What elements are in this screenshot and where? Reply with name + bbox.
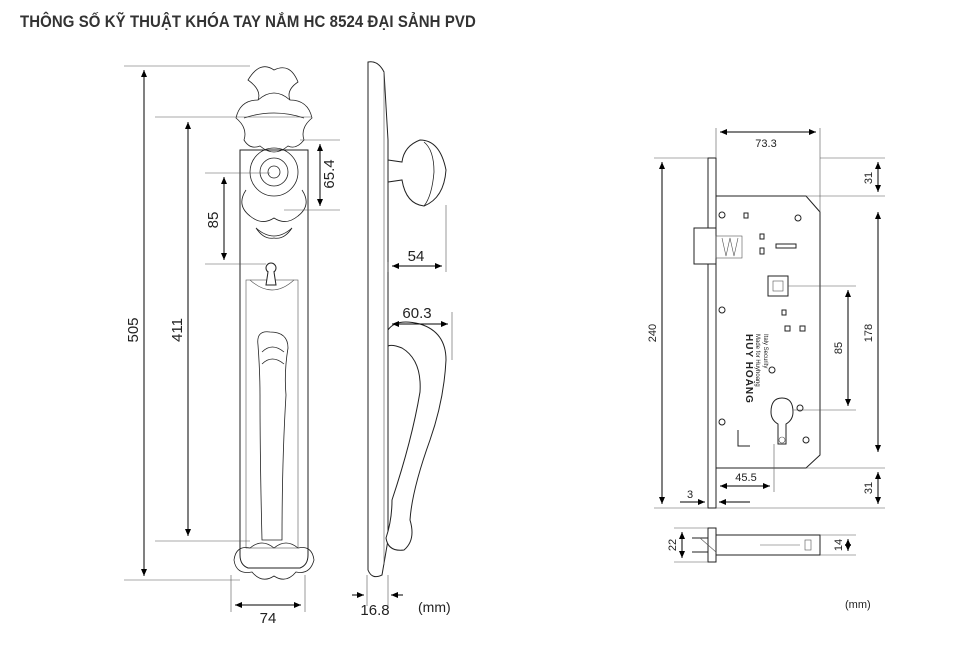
dim-overall-height: 505 (125, 317, 142, 342)
dim-knob-height: 65.4 (321, 159, 338, 188)
dim-case-depth: 14 (833, 539, 845, 551)
dim-plate-width: 74 (260, 610, 277, 627)
handle-side-view: 54 60.3 16.8 (mm) (352, 61, 453, 619)
dim-faceplate-thickness: 3 (687, 489, 693, 501)
brand-text: HUY HOÀNG (743, 334, 756, 404)
handle-front-view: 505 411 85 65.4 74 (124, 65, 340, 627)
unit-label-right: (mm) (845, 599, 871, 611)
dim-lever-projection: 60.3 (402, 305, 431, 322)
made-in-text: Made for Huyhoang (754, 334, 760, 387)
dim-case-height: 178 (863, 324, 875, 342)
dim-handle-length: 411 (169, 318, 186, 342)
dim-knob-to-keyhole: 85 (205, 212, 222, 229)
dim-top-offset: 31 (863, 172, 875, 184)
dim-center-distance: 85 (833, 342, 845, 354)
dim-bottom-offset: 31 (863, 482, 875, 494)
security-text: Italy Security (762, 334, 768, 368)
dim-backset: 45.5 (735, 472, 756, 484)
dim-plate-thickness: 16.8 (360, 602, 389, 619)
lock-bottom-view: 22 14 (mm) (667, 527, 871, 611)
dim-knob-projection: 54 (408, 248, 425, 265)
unit-label-left: (mm) (418, 599, 451, 615)
page-title: THÔNG SỐ KỸ THUẬT KHÓA TAY NẮM HC 8524 Đ… (20, 12, 476, 31)
dim-faceplate-depth: 22 (667, 539, 679, 551)
dim-total-height: 240 (647, 324, 659, 342)
lock-body-view: HUY HOÀNG Made for Huyhoang Italy Securi… (647, 128, 885, 509)
dim-faceplate-width: 73.3 (755, 138, 776, 150)
